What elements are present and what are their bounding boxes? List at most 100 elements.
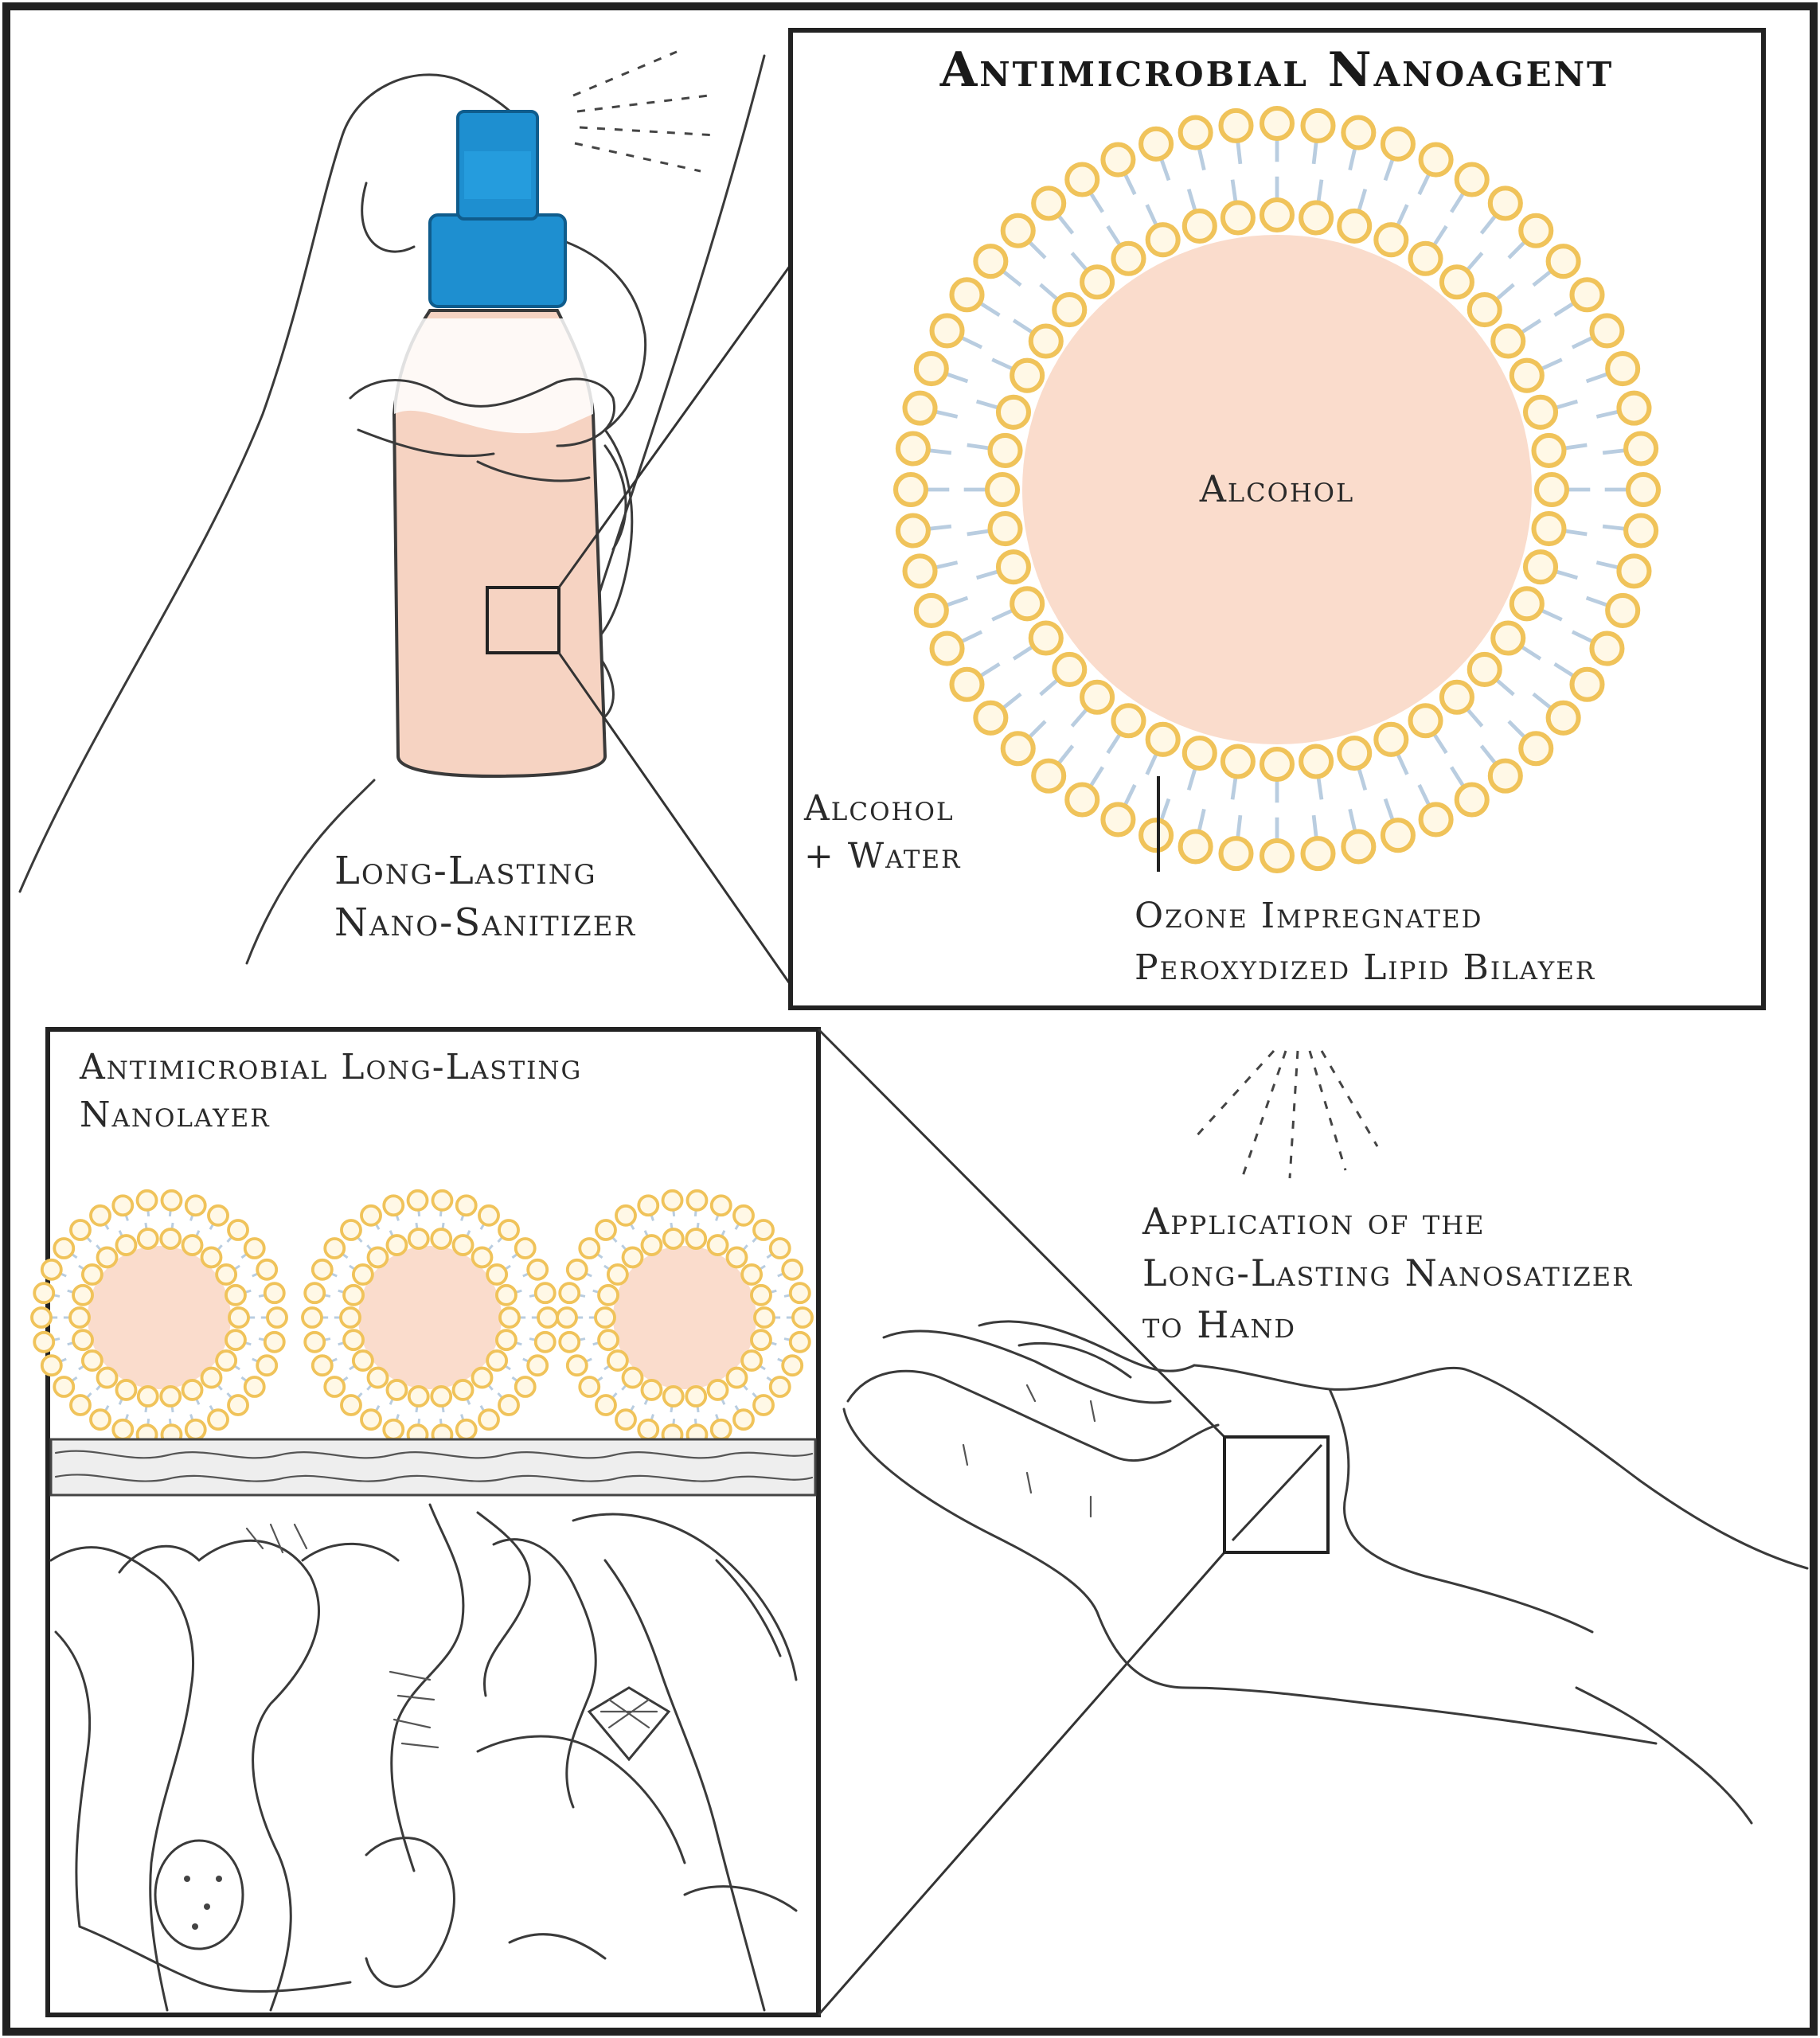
small-liposome-outer-lipid-head	[752, 1219, 775, 1241]
small-liposome-outer-lipid-head	[310, 1354, 334, 1377]
nanoagent-inner-lipid-head	[1010, 586, 1045, 622]
medium-label-line1: Alcohol	[803, 788, 955, 829]
small-liposome-inner-lipid-head	[342, 1283, 365, 1306]
nanoagent-outer-lipid-head	[949, 277, 985, 313]
nanoagent-outer-lipid-head	[1300, 107, 1336, 143]
small-liposome-outer-lipid-head	[53, 1237, 76, 1259]
nanoagent-outer-lipid-head	[1341, 829, 1377, 865]
small-liposome-outer-lipid-head	[323, 1376, 346, 1398]
nanoagent-outer-lipid-head	[1589, 313, 1625, 349]
nanoagent-outer-lipid-head	[913, 592, 949, 628]
small-liposome-outer-lipid-head	[478, 1204, 500, 1227]
small-liposome-inner-lipid-head	[181, 1234, 204, 1256]
nanoagent-inner-lipid-head	[1220, 744, 1256, 779]
nanoagent-outer-lipid-head	[1569, 666, 1605, 702]
small-liposome-inner-lipid-head	[366, 1366, 389, 1389]
small-liposome-inner-lipid-head	[495, 1283, 517, 1306]
small-liposome-outer-lipid-head	[781, 1258, 804, 1281]
small-liposome-outer-lipid-head	[615, 1408, 637, 1431]
nanoagent-outer-lipid-head	[1138, 818, 1174, 853]
nanoagent-inner-lipid-head	[1080, 679, 1115, 715]
small-liposome-outer-lipid-head	[455, 1194, 478, 1217]
skin-tissue-sketch	[49, 1503, 798, 2012]
small-liposome-inner-lipid-head	[96, 1366, 119, 1389]
nanoagent-outer-lipid-head	[1138, 126, 1174, 162]
small-liposome-inner-lipid-head	[594, 1306, 616, 1329]
small-liposome-inner-lipid-head	[662, 1385, 685, 1407]
small-liposome-outer-lipid-head	[565, 1354, 588, 1377]
nanoagent-outer-lipid-head	[1380, 818, 1416, 853]
small-liposome-outer-lipid-head	[526, 1258, 549, 1281]
small-liposome-inner-lipid-head	[451, 1234, 475, 1256]
nanoagent-inner-lipid-head	[987, 432, 1023, 468]
small-liposome	[30, 1189, 288, 1447]
small-liposome-outer-lipid-head	[89, 1204, 111, 1227]
small-liposome-outer-lipid-head	[243, 1376, 266, 1398]
nanoagent-outer-lipid-head	[1605, 592, 1641, 628]
small-liposome-outer-lipid-head	[184, 1194, 207, 1217]
small-liposome-inner-lipid-head	[366, 1246, 389, 1269]
small-liposome-inner-lipid-head	[486, 1263, 509, 1286]
nanoagent-outer-lipid-head	[1605, 351, 1641, 387]
small-liposome-inner-lipid-head	[750, 1329, 772, 1352]
nanoagent-outer-lipid-head	[1518, 213, 1554, 248]
nanoagent-outer-lipid-head	[895, 431, 931, 467]
small-liposome-outer-lipid-head	[266, 1306, 288, 1329]
nanoagent-outer-lipid-head	[1454, 162, 1490, 197]
diamond-cell-sketch	[587, 1686, 671, 1762]
small-liposome-outer-lipid-head	[498, 1219, 520, 1241]
nanoagent-outer-lipid-head	[895, 513, 931, 549]
nanoagent-outer-lipid-head	[1259, 837, 1295, 874]
spray-cap-collar	[428, 213, 567, 308]
small-liposome-inner-lipid-head	[115, 1234, 138, 1256]
small-liposome-outer-lipid-head	[382, 1194, 405, 1217]
sanitizer-label-line1: Long-Lasting	[334, 849, 597, 893]
small-liposome-core	[88, 1246, 231, 1389]
nanoagent-inner-lipid-head	[1509, 357, 1545, 393]
small-liposome-inner-lipid-head	[451, 1379, 475, 1401]
small-liposome-inner-lipid-head	[181, 1379, 204, 1401]
nanoagent-inner-lipid-head	[1145, 222, 1181, 258]
small-liposome-outer-lipid-head	[40, 1258, 63, 1281]
small-liposome-outer-lipid-head	[227, 1219, 249, 1241]
nanoagent-inner-lipid-head	[1010, 357, 1045, 393]
nanoagent-inner-lipid-head	[1080, 264, 1115, 300]
small-liposome-outer-lipid-head	[685, 1189, 709, 1212]
nanoagent-outer-lipid-head	[929, 631, 965, 666]
small-liposome-outer-lipid-head	[455, 1418, 478, 1441]
small-liposome-outer-lipid-head	[111, 1418, 135, 1441]
nanoagent-outer-lipid-head	[1178, 115, 1213, 150]
small-liposome-outer-lipid-head	[323, 1237, 346, 1259]
application-label-line2: Long-Lasting Nanosatizer	[1142, 1251, 1633, 1294]
nanoagent-inner-lipid-head	[1467, 651, 1502, 687]
small-liposome-inner-lipid-head	[215, 1263, 238, 1286]
small-liposome-outer-lipid-head	[40, 1354, 63, 1377]
nanoagent-inner-lipid-head	[1052, 292, 1088, 328]
small-liposome-outer-lipid-head	[382, 1418, 405, 1441]
nanoagent-inner-lipid-head	[1052, 651, 1088, 687]
small-liposome-outer-lipid-head	[263, 1330, 286, 1353]
nanolayer-panel: Antimicrobial Long-Lasting Nanolayer	[30, 1027, 821, 2017]
nanoagent-inner-lipid-head	[1509, 586, 1545, 622]
small-liposome-outer-lipid-head	[184, 1418, 207, 1441]
nanoagent-inner-lipid-head	[1533, 471, 1570, 508]
small-liposome-inner-lipid-head	[407, 1385, 430, 1407]
small-liposome-inner-lipid-head	[228, 1306, 250, 1329]
nanoagent-inner-lipid-head	[1259, 746, 1295, 783]
nanoagent-outer-lipid-head	[1300, 836, 1336, 872]
small-liposome-inner-lipid-head	[606, 1349, 629, 1372]
application-label-line1: Application of the	[1142, 1200, 1486, 1243]
nanoagent-outer-lipid-head	[1454, 782, 1490, 818]
nanoagent-inner-lipid-head	[995, 394, 1032, 430]
nanoagent-outer-lipid-head	[1616, 390, 1652, 426]
small-liposome-inner-lipid-head	[136, 1385, 159, 1407]
small-liposome-core	[613, 1246, 756, 1389]
small-liposome-outer-lipid-head	[303, 1282, 326, 1305]
small-liposome-inner-lipid-head	[68, 1306, 91, 1329]
small-liposome-outer-lipid-head	[360, 1204, 382, 1227]
small-liposome-outer-lipid-head	[263, 1282, 286, 1305]
nanoagent-outer-lipid-head	[1616, 553, 1652, 589]
small-liposome-inner-lipid-head	[385, 1234, 408, 1256]
nanoagent-outer-lipid-head	[892, 471, 929, 508]
small-liposome-outer-lipid-head	[431, 1189, 454, 1212]
